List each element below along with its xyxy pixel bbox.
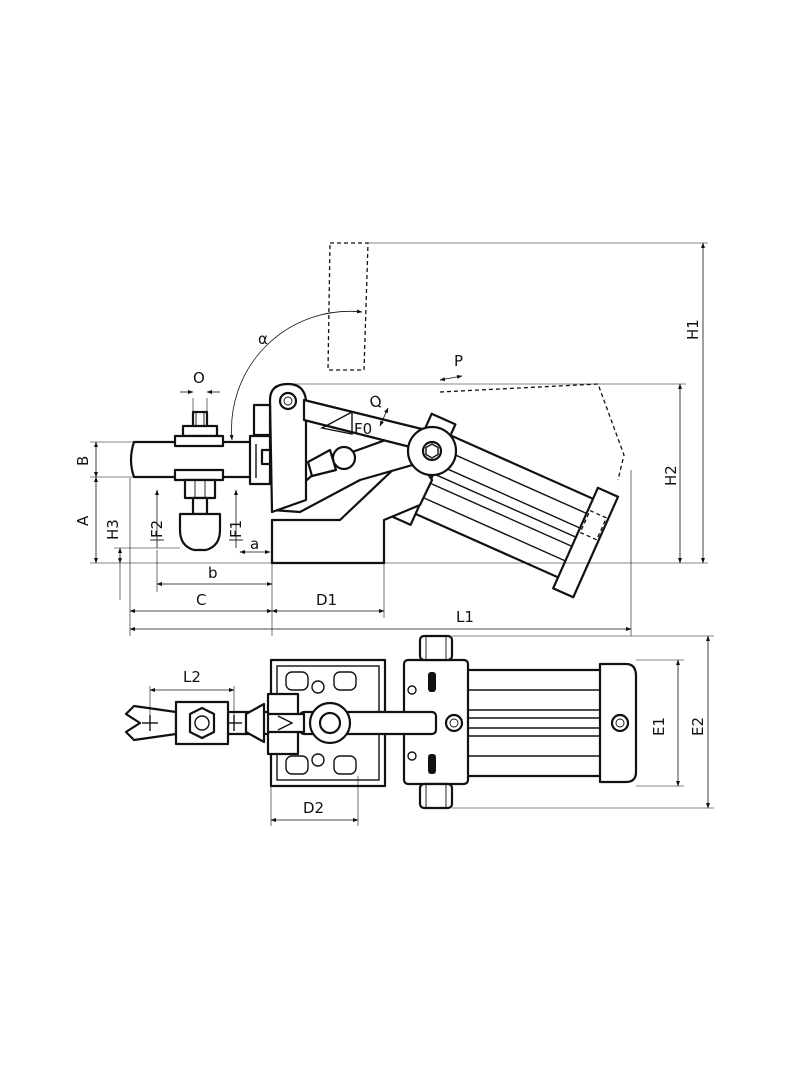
label-H3: H3: [104, 519, 122, 540]
label-H1: H1: [684, 319, 702, 340]
arm-pivot-pin: [278, 391, 298, 411]
label-L2: L2: [183, 668, 201, 686]
label-alpha: α: [258, 330, 268, 348]
side-view: F0 F2 F1: [90, 242, 708, 599]
label-a: a: [250, 535, 259, 553]
cylinder-body-top: [458, 668, 612, 778]
label-Q: Q: [367, 391, 384, 412]
open-cylinder-outline: [439, 383, 625, 481]
label-F0: F0: [354, 420, 372, 438]
label-O: O: [193, 369, 205, 387]
force-arrows: F2 F1: [148, 489, 245, 548]
top-view: [124, 634, 638, 810]
spindle-pressure-pad: [178, 512, 222, 552]
label-P: P: [454, 352, 463, 370]
top-view-dimensions: L2 D2 E1 E2: [149, 635, 714, 826]
label-H2: H2: [662, 465, 680, 486]
label-E2: E2: [689, 717, 707, 736]
label-F1: F1: [227, 520, 245, 538]
label-C: C: [196, 591, 206, 609]
label-D2: D2: [303, 799, 324, 817]
spindle-bar: [129, 440, 254, 479]
label-L1: L1: [456, 608, 474, 626]
linkage-pin: [331, 445, 357, 471]
label-A: A: [74, 515, 92, 526]
label-F2: F2: [148, 520, 166, 538]
label-B: B: [74, 456, 92, 466]
clamp-spindle: [173, 410, 225, 552]
side-view-dimensions: O P Q α B A H3 a b C D1: [74, 242, 705, 636]
open-arm-outline: [327, 242, 369, 371]
label-D1: D1: [316, 591, 337, 609]
alpha-arc: [229, 309, 363, 441]
label-b: b: [208, 564, 218, 582]
label-E1: E1: [650, 717, 668, 736]
